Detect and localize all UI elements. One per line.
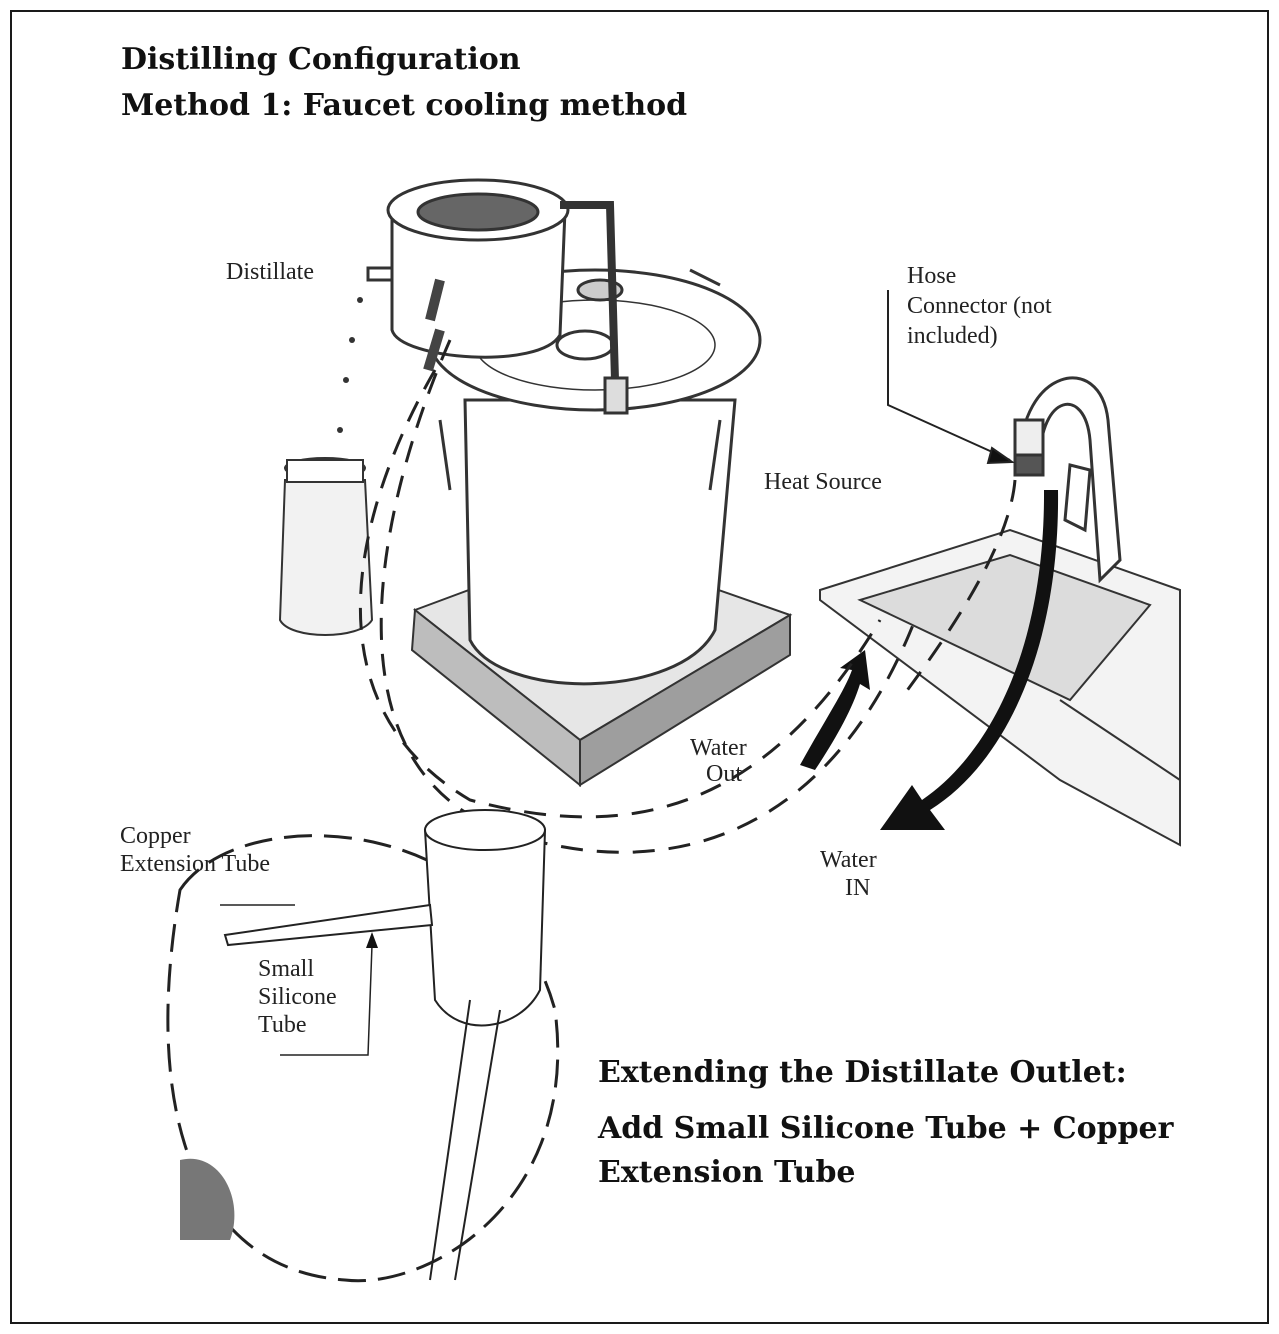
heat-source-label: Heat Source — [764, 469, 882, 495]
copper-tube-label-line2: Extension Tube — [120, 851, 271, 877]
detail-circle — [166, 809, 560, 1283]
water-out-label-line2: Out — [706, 761, 742, 787]
arrow-icon — [800, 490, 1059, 830]
drip-icons — [337, 297, 363, 433]
copper-tube-label-line1: Copper — [120, 823, 191, 849]
hose-connector-label-line1: Hose — [907, 263, 957, 289]
water-in-label-line2: IN — [845, 875, 871, 901]
silicone-tube-label-line3: Tube — [258, 1012, 307, 1038]
silicone-tube-label-line1: Small — [258, 956, 315, 982]
condenser-icon — [366, 178, 629, 415]
sink-icon — [819, 528, 1181, 847]
callout-line2: Add Small Silicone Tube + Copper — [598, 1111, 1174, 1146]
hose-connector-label-line3: included) — [907, 323, 998, 349]
page-title: Distilling Configuration — [121, 42, 521, 77]
water-in-label-line1: Water — [820, 847, 877, 873]
silicone-tube-label-line2: Silicone — [258, 984, 337, 1010]
hose-connector-label-line2: Connector (not — [907, 293, 1052, 319]
callout-line1: Extending the Distillate Outlet: — [598, 1055, 1127, 1090]
page-subtitle: Method 1: Faucet cooling method — [121, 88, 688, 123]
jar-icon — [278, 457, 374, 636]
faucet-icon — [1013, 376, 1122, 584]
pointer-lines — [887, 290, 1015, 465]
distillate-label: Distillate — [226, 259, 314, 285]
water-out-label-line1: Water — [690, 735, 747, 761]
callout-line3: Extension Tube — [598, 1155, 856, 1190]
